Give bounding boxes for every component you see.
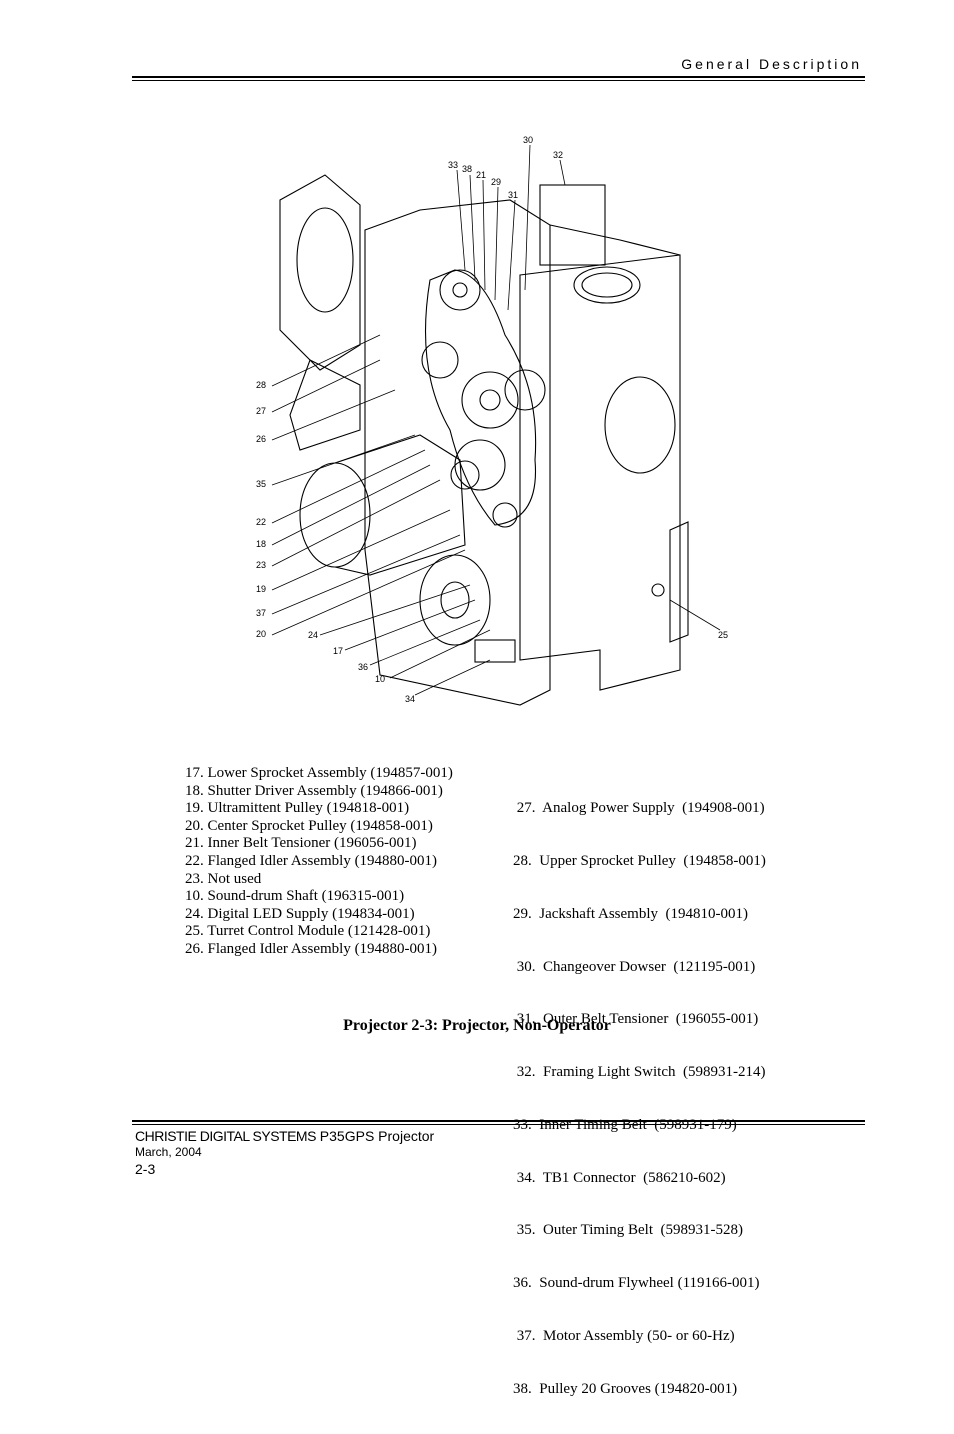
callout-33: 33 [448,160,458,170]
callout-27: 27 [256,406,266,416]
callout-35: 35 [256,479,266,489]
legend-item: 34. TB1 Connector (586210-602) [513,1169,726,1186]
page-number: 2-3 [135,1161,156,1177]
legend-item: 36. Sound-drum Flywheel (119166-001) [513,1275,760,1292]
legend-item: 35. Outer Timing Belt (598931-528) [513,1222,744,1239]
legend-item: 25. Turret Control Module (121428-001) [185,923,431,940]
legend-left-column: 17. Lower Sprocket Assembly (194857-001)… [185,765,453,959]
footer-title: CHRISTIE DIGITAL SYSTEMS P35GPS Projecto… [135,1128,434,1144]
legend-item: 21. Inner Belt Tensioner (196056-001) [185,835,417,852]
legend-item: 19. Ultramittent Pulley (194818-001) [185,800,410,817]
callout-25: 25 [718,630,728,640]
callout-28: 28 [256,380,266,390]
callout-10: 10 [375,674,385,684]
legend-item: 10. Sound-drum Shaft (196315-001) [185,888,405,905]
legend-item: 32. Framing Light Switch (598931-214) [513,1064,766,1081]
callout-19: 19 [256,584,266,594]
callout-23: 23 [256,560,266,570]
legend-item: 23. Not used [185,870,262,887]
model-name: P35GPS Projector [315,1128,435,1144]
legend-item: 24. Digital LED Supply (194834-001) [185,905,415,922]
callout-21: 21 [476,170,486,180]
callout-29: 29 [491,177,501,187]
legend-item: 30. Changeover Dowser (121195-001) [513,958,756,975]
footer-rule [132,1120,865,1122]
callout-30: 30 [523,135,533,145]
callout-20: 20 [256,629,266,639]
callout-34: 34 [405,694,415,704]
header-rule [132,76,865,78]
projector-exploded-diagram: 33 38 21 29 31 30 32 28 27 26 35 22 18 2… [256,135,728,706]
callout-17: 17 [333,646,343,656]
legend-right-column: 27. Analog Power Supply (194908-001) 28.… [513,765,766,1434]
running-header: General Description [681,56,862,72]
callout-32: 32 [553,150,563,160]
callout-36: 36 [358,662,368,672]
figure-caption: Projector 2-3: Projector, Non-Operator [343,1017,611,1034]
footer-date: March, 2004 [135,1145,202,1159]
legend-item: 38. Pulley 20 Grooves (194820-001) [513,1380,738,1397]
callout-37: 37 [256,608,266,618]
legend-item: 20. Center Sprocket Pulley (194858-001) [185,817,433,834]
callout-31: 31 [508,190,518,200]
legend-item: 28. Upper Sprocket Pulley (194858-001) [513,852,766,869]
legend-item: 29. Jackshaft Assembly (194810-001) [513,905,748,922]
callout-18: 18 [256,539,266,549]
legend-item: 37. Motor Assembly (50- or 60-Hz) [513,1328,735,1344]
callout-24: 24 [308,630,318,640]
callout-26: 26 [256,434,266,444]
legend-item: 27. Analog Power Supply (194908-001) [513,800,765,817]
callout-38: 38 [462,164,472,174]
legend-item: 22. Flanged Idler Assembly (194880-001) [185,852,438,869]
legend-item: 17. Lower Sprocket Assembly (194857-001) [185,765,453,781]
legend-item: 31. Outer Belt Tensioner (196055-001) [513,1011,759,1028]
callout-22: 22 [256,517,266,527]
footer-rule-thin [132,1124,865,1125]
legend-item: 18. Shutter Driver Assembly (194866-001) [185,782,443,799]
brand-name: CHRISTIE DIGITAL SYSTEMS [135,1128,316,1144]
legend-item: 26. Flanged Idler Assembly (194880-001) [185,940,438,957]
header-rule-thin [132,80,865,81]
